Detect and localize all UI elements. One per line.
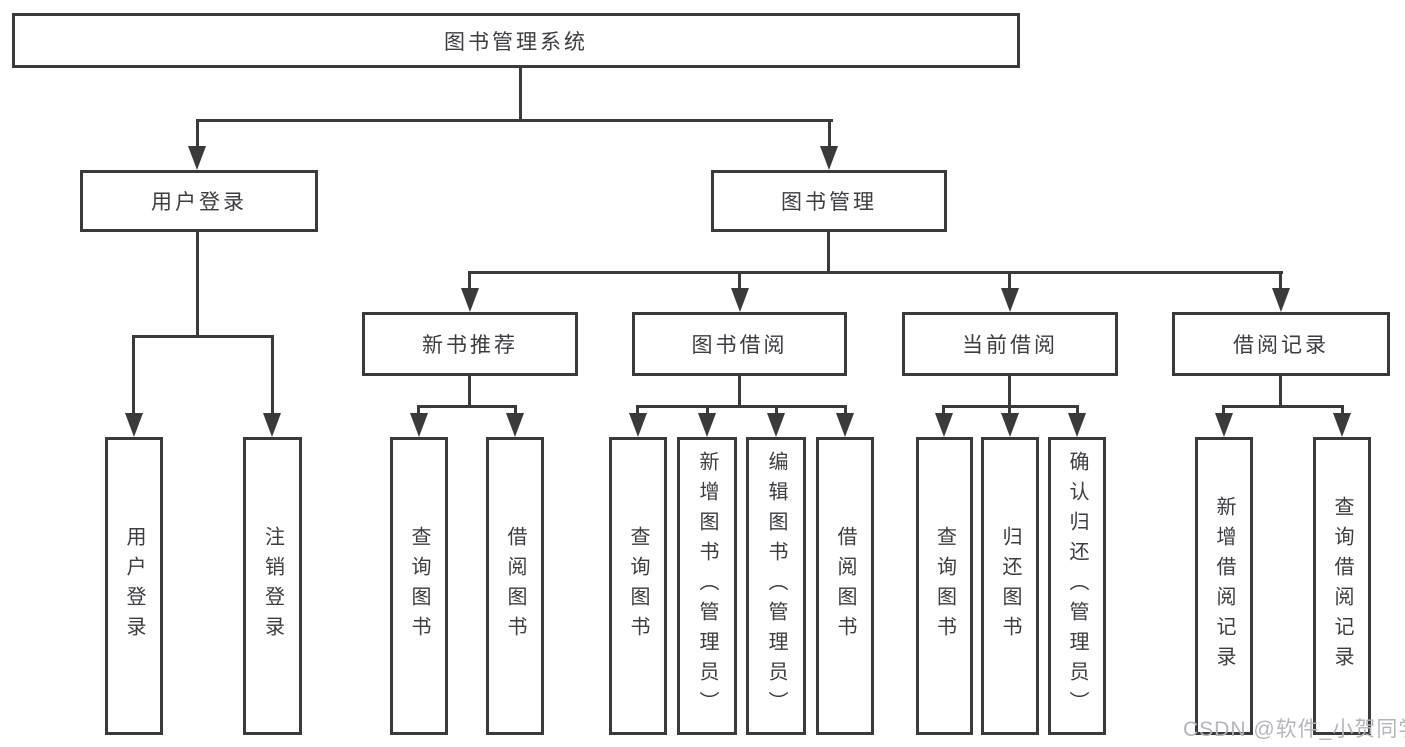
leaf-cb-return-book: 归还图书 (981, 437, 1039, 735)
leaf-br-add-record-label: 新增借阅记录 (1213, 496, 1235, 676)
leaf-cb-confirm-return-label: 确认归还（管理员） (1066, 451, 1088, 721)
edge-book-mgmt-drop-1 (468, 271, 471, 288)
edge-new-book-rec-stem (468, 376, 471, 407)
edge-root-rail (196, 119, 833, 122)
edge-user-login-rail (132, 335, 274, 338)
leaf-user-login-label: 用户登录 (123, 526, 145, 646)
leaf-bb-query-book-label: 查询图书 (627, 526, 649, 646)
edge-borrow-records-stem (1279, 376, 1282, 407)
arrow-down-icon (1333, 413, 1351, 437)
edge-book-mgmt-drop-3 (1008, 271, 1011, 288)
leaf-br-query-record: 查询借阅记录 (1313, 437, 1371, 735)
leaf-logout: 注销登录 (243, 437, 302, 735)
edge-current-borrow-drop-3 (1076, 405, 1079, 415)
arrow-down-icon (1068, 413, 1086, 437)
leaf-br-add-record: 新增借阅记录 (1195, 437, 1253, 735)
edge-root-drop-left (196, 119, 199, 148)
edge-book-mgmt-stem (827, 232, 830, 273)
leaf-bb-edit-book: 编辑图书（管理员） (746, 437, 806, 735)
leaf-cb-confirm-return: 确认归还（管理员） (1048, 437, 1106, 735)
node-borrow-records: 借阅记录 (1172, 312, 1390, 376)
node-new-book-rec-label: 新书推荐 (422, 334, 518, 357)
edge-book-borrow-drop-4 (844, 405, 847, 415)
leaf-bb-borrow-book-label: 借阅图书 (834, 526, 856, 646)
arrow-down-icon (935, 413, 953, 437)
leaf-bb-add-book: 新增图书（管理员） (677, 437, 737, 735)
arrow-down-icon (820, 146, 838, 170)
edge-current-borrow-drop-1 (942, 405, 945, 415)
leaf-bb-query-book: 查询图书 (609, 437, 667, 735)
leaf-nbr-borrow-book: 借阅图书 (486, 437, 544, 735)
node-current-borrow: 当前借阅 (902, 312, 1118, 376)
node-root-label: 图书管理系统 (444, 30, 588, 54)
arrow-down-icon (263, 413, 281, 437)
node-user-login-label: 用户登录 (151, 191, 247, 214)
edge-user-login-drop-1 (132, 335, 135, 413)
edge-book-mgmt-drop-2 (738, 271, 741, 288)
edge-book-borrow-drop-3 (775, 405, 778, 415)
arrow-down-icon (1001, 413, 1019, 437)
leaf-bb-add-book-label: 新增图书（管理员） (696, 451, 718, 721)
arrow-down-icon (410, 413, 428, 437)
edge-root-drop-right (828, 119, 831, 148)
arrow-down-icon (1272, 288, 1290, 312)
leaf-nbr-query-book-label: 查询图书 (408, 526, 430, 646)
node-book-borrow: 图书借阅 (632, 312, 847, 376)
edge-borrow-records-drop-2 (1341, 405, 1344, 415)
edge-current-borrow-drop-2 (1008, 405, 1011, 415)
edge-book-borrow-drop-1 (636, 405, 639, 415)
leaf-nbr-borrow-book-label: 借阅图书 (504, 526, 526, 646)
leaf-cb-query-book-label: 查询图书 (933, 526, 956, 646)
leaf-cb-query-book: 查询图书 (916, 437, 973, 735)
arrow-down-icon (731, 288, 749, 312)
edge-borrow-records-rail (1222, 405, 1344, 408)
leaf-bb-borrow-book: 借阅图书 (816, 437, 874, 735)
arrow-down-icon (125, 413, 143, 437)
node-new-book-rec: 新书推荐 (362, 312, 578, 376)
node-book-mgmt-label: 图书管理 (781, 191, 877, 214)
edge-new-book-rec-drop-1 (417, 405, 420, 415)
edge-book-borrow-drop-2 (706, 405, 709, 415)
leaf-bb-edit-book-label: 编辑图书（管理员） (765, 451, 787, 721)
edge-book-borrow-rail (636, 405, 847, 408)
arrow-down-icon (506, 413, 524, 437)
arrow-down-icon (461, 288, 479, 312)
edge-new-book-rec-drop-2 (514, 405, 517, 415)
edge-book-mgmt-drop-4 (1279, 271, 1282, 288)
leaf-br-query-record-label: 查询借阅记录 (1331, 496, 1353, 676)
node-root: 图书管理系统 (12, 13, 1020, 68)
csdn-watermark: CSDN @软件_小贺同学 (1183, 718, 1405, 741)
arrow-down-icon (1215, 413, 1233, 437)
node-user-login: 用户登录 (80, 170, 318, 232)
node-borrow-records-label: 借阅记录 (1233, 334, 1329, 357)
edge-book-borrow-stem (738, 376, 741, 407)
edge-root-stem (519, 67, 522, 120)
leaf-nbr-query-book: 查询图书 (390, 437, 448, 735)
arrow-down-icon (698, 413, 716, 437)
arrow-down-icon (836, 413, 854, 437)
edge-current-borrow-stem (1008, 376, 1011, 407)
node-book-borrow-label: 图书借阅 (691, 334, 788, 357)
arrow-down-icon (188, 146, 206, 170)
leaf-cb-return-book-label: 归还图书 (999, 526, 1021, 646)
node-current-borrow-label: 当前借阅 (962, 334, 1058, 357)
edge-book-mgmt-rail (468, 271, 1283, 274)
node-book-mgmt: 图书管理 (711, 170, 947, 232)
arrow-down-icon (629, 413, 647, 437)
edge-user-login-stem (196, 232, 199, 335)
leaf-user-login: 用户登录 (105, 437, 163, 735)
edge-new-book-rec-rail (417, 405, 517, 408)
arrow-down-icon (1001, 288, 1019, 312)
arrow-down-icon (767, 413, 785, 437)
edge-borrow-records-drop-1 (1222, 405, 1225, 415)
leaf-logout-label: 注销登录 (261, 526, 284, 646)
edge-user-login-drop-2 (271, 335, 274, 413)
